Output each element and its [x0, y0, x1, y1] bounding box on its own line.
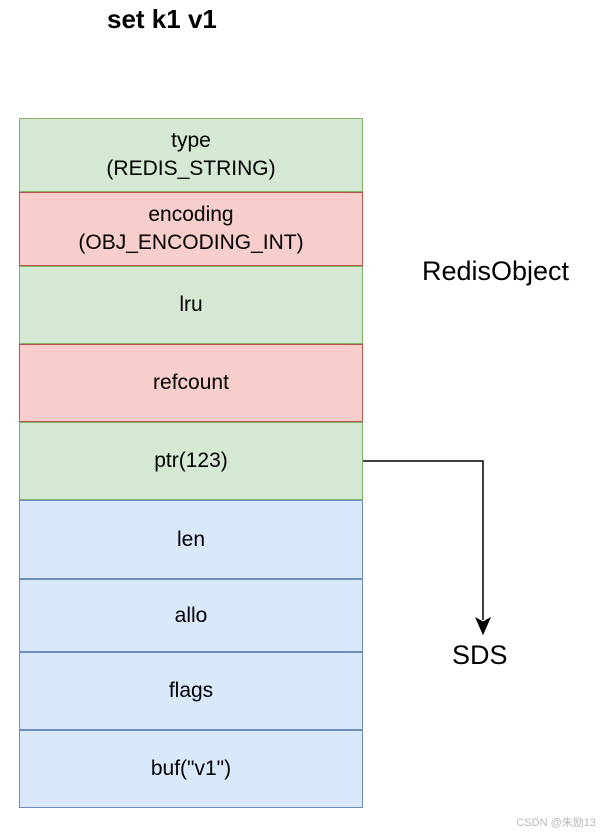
redisobject-field-encoding: encoding (OBJ_ENCODING_INT) — [19, 192, 363, 266]
field-sublabel: (OBJ_ENCODING_INT) — [78, 231, 304, 254]
redisobject-field-refcount: refcount — [19, 344, 363, 422]
redisobject-field-ptr: ptr(123) — [19, 422, 363, 500]
field-label: encoding — [148, 203, 234, 226]
redisobject-field-lru: lru — [19, 266, 363, 344]
redisobject-label: RedisObject — [422, 256, 570, 286]
sds-label: SDS — [452, 640, 508, 670]
field-label: lru — [179, 293, 203, 316]
sds-field-len: len — [19, 500, 363, 579]
field-label: allo — [174, 603, 208, 627]
field-sublabel: (REDIS_STRING) — [106, 157, 276, 180]
field-label: ptr(123) — [154, 449, 228, 472]
field-label: buf("v1") — [150, 757, 232, 780]
field-label: flags — [168, 679, 214, 702]
field-label: len — [176, 527, 206, 551]
field-label: refcount — [153, 371, 229, 394]
watermark: CSDN @朱励13 — [516, 817, 596, 829]
sds-field-allo: allo — [19, 579, 363, 652]
field-label: type — [171, 129, 211, 152]
sds-field-buf: buf("v1") — [19, 730, 363, 808]
arrow-head-icon — [474, 616, 492, 636]
arrow-line — [363, 460, 484, 620]
redisobject-field-type: type (REDIS_STRING) — [19, 118, 363, 192]
sds-field-flags: flags — [19, 652, 363, 730]
diagram-title: set k1 v1 — [107, 4, 217, 34]
